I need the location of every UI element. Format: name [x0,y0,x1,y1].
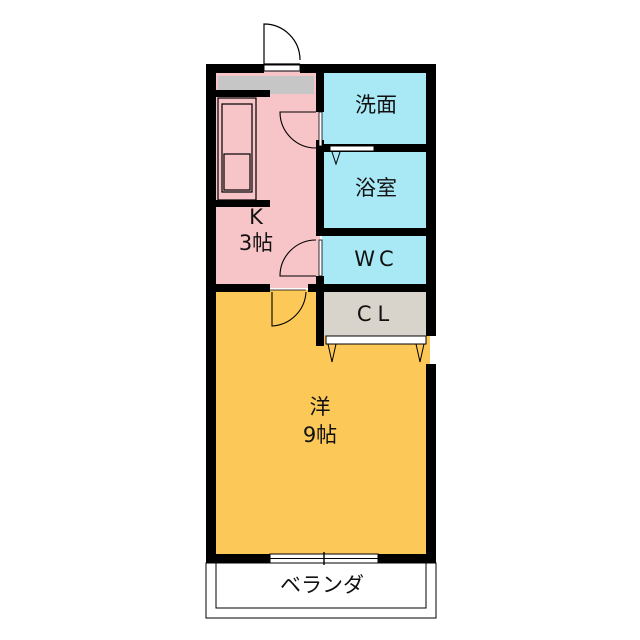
bathroom-label: 浴室 [355,176,397,200]
bathroom-floor [322,152,430,228]
entrance-door-icon [263,23,301,65]
wash-room-label: 洗面 [355,93,397,117]
western-room-size-label: 9帖 [303,423,337,447]
range-hood [218,76,314,94]
interior-walls [206,64,436,346]
closet-door-icon [325,335,427,363]
door-swing-icons [270,111,317,327]
closet-label: CL [357,302,395,326]
kitchen-label: K [249,205,264,229]
kitchen-floor [212,70,320,288]
wash-room-floor [322,70,430,146]
folding-door-icon [329,145,375,166]
entrance-threshold [263,64,301,72]
outer-walls [206,64,436,563]
kitchen-size-label: 3帖 [239,231,273,255]
door-jamb [318,111,323,147]
western-room-label: 洋 [310,395,331,419]
door-jamb [318,239,323,277]
veranda-label: ベランダ [280,573,364,597]
veranda-outline [205,562,437,619]
kitchen-counter-icon [217,97,257,201]
closet-floor [322,290,430,336]
toilet-label: WC [354,247,397,271]
toilet-floor [322,234,430,284]
